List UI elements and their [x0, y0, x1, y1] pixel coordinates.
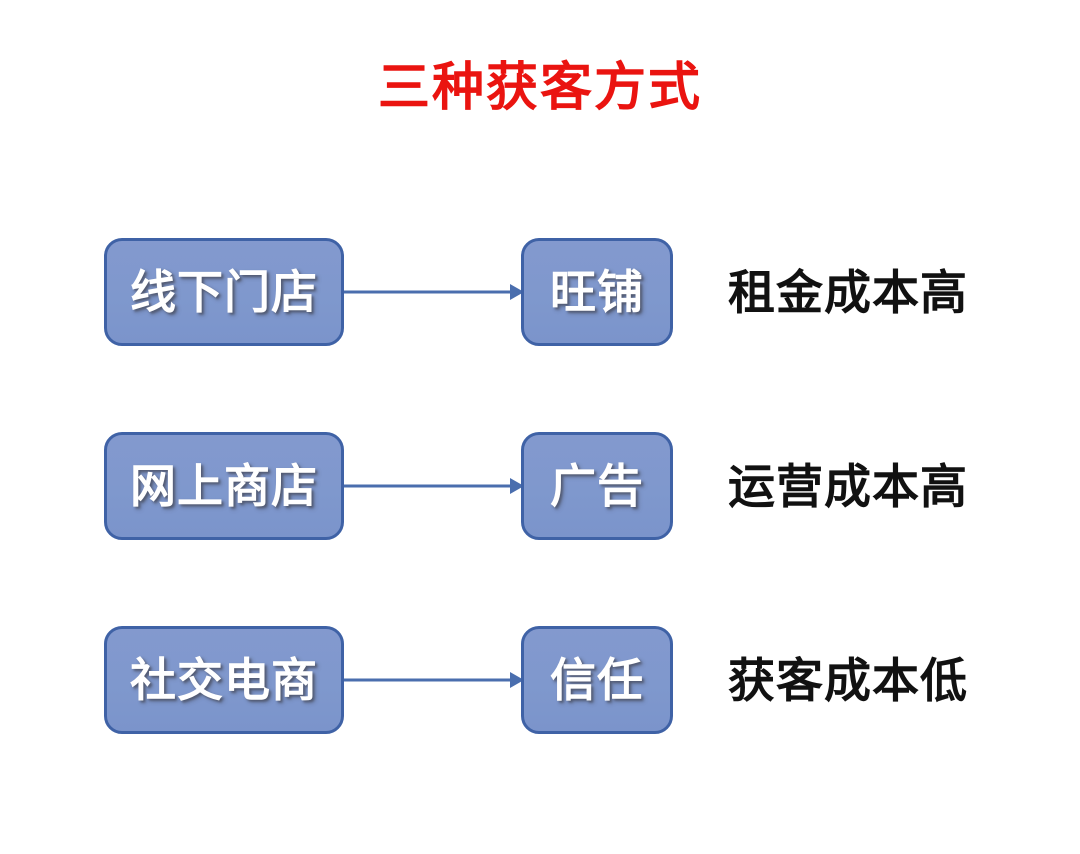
arrow-right-icon: [344, 280, 524, 304]
source-box-label: 线下门店: [130, 266, 318, 318]
diagram-row: 社交电商 信任 获客成本低: [0, 626, 1080, 736]
source-box-3[interactable]: 社交电商: [104, 626, 344, 734]
source-box-label: 社交电商: [130, 654, 318, 706]
source-box-1[interactable]: 线下门店: [104, 238, 344, 346]
source-box-2[interactable]: 网上商店: [104, 432, 344, 540]
arrow-right-icon: [344, 668, 524, 692]
target-box-label: 信任: [550, 654, 644, 706]
outcome-text-3: 获客成本低: [728, 653, 968, 707]
target-box-2[interactable]: 广告: [521, 432, 673, 540]
page-title: 三种获客方式: [377, 59, 702, 117]
diagram-row: 网上商店 广告 运营成本高: [0, 432, 1080, 542]
outcome-text-2: 运营成本高: [728, 459, 968, 513]
arrow-right-icon: [344, 474, 524, 498]
target-box-label: 广告: [550, 460, 644, 512]
target-box-3[interactable]: 信任: [521, 626, 673, 734]
target-box-1[interactable]: 旺铺: [521, 238, 673, 346]
diagram-row: 线下门店 旺铺 租金成本高: [0, 238, 1080, 348]
target-box-label: 旺铺: [550, 266, 644, 318]
outcome-text-1: 租金成本高: [728, 265, 968, 319]
source-box-label: 网上商店: [130, 460, 318, 512]
